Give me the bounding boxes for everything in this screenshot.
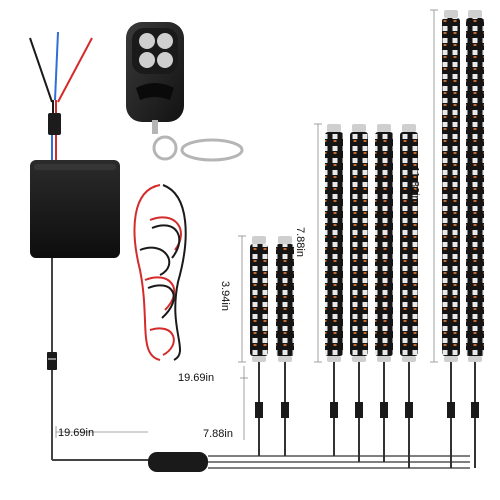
label-long-strip-length: 11.82in: [408, 166, 421, 202]
dimension-main-cable: [55, 426, 148, 438]
label-medium-strip-length: 7.88in: [293, 227, 306, 257]
splitter-hub: [148, 452, 470, 472]
dimension-long-strip: [430, 9, 438, 363]
led-strip-medium-4: [400, 124, 418, 468]
led-strip-long-2: [466, 10, 484, 468]
label-strip-cable-length: 19.69in: [178, 372, 215, 384]
led-strip-short-2: [276, 236, 294, 456]
dimension-strip-cable: [240, 366, 248, 440]
inline-fuse-connector-icon: [48, 113, 61, 162]
led-strip-medium-3: [375, 124, 393, 462]
label-short-strip-length: 3.94in: [218, 281, 231, 311]
remote-control-icon: [126, 22, 244, 162]
led-strip-long-1: [442, 10, 460, 468]
controller-box-icon: [30, 160, 120, 258]
label-branch-cable-length: 7.88in: [203, 428, 233, 440]
dimension-short-strip: [238, 235, 246, 363]
led-strip-medium-1: [325, 124, 343, 456]
label-main-cable-length: 19.69in: [58, 427, 95, 439]
connector-icon: [47, 352, 57, 370]
led-strip-short-1: [250, 236, 268, 456]
input-wires: [29, 31, 93, 113]
wire-coil-icon: [133, 184, 187, 361]
led-strip-medium-2: [350, 124, 368, 462]
dimension-medium-strip: [314, 123, 322, 363]
